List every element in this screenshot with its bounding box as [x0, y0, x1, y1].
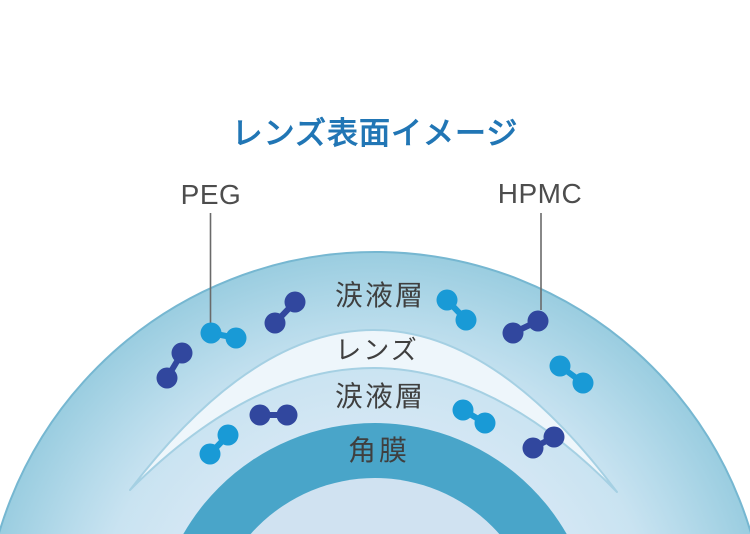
outer-tear-dome — [0, 251, 750, 534]
molecule-dumbbell-navy — [156, 342, 193, 389]
molecule-dumbbell-cyan — [452, 399, 496, 434]
label-hpmc: HPMC — [497, 178, 583, 209]
molecule-dumbbell-cyan — [200, 322, 247, 349]
molecule-dumbbell-navy — [522, 426, 565, 459]
molecule-dumbbell-navy — [264, 291, 306, 334]
molecules-group — [156, 289, 594, 465]
label-tear-layer-upper: 涙液層 — [334, 280, 426, 311]
molecule-dumbbell-navy — [502, 310, 549, 344]
molecule-dumbbell-cyan — [199, 424, 239, 465]
label-lens: レンズ — [335, 335, 419, 365]
post-cornea-zone — [250, 478, 500, 534]
molecule-dumbbell-cyan — [436, 289, 477, 331]
diagram-title: レンズ表面イメージ — [231, 116, 519, 151]
molecule-dumbbell-cyan — [549, 355, 594, 394]
molecule-dumbbell-navy — [249, 404, 298, 426]
lens-crescent — [129, 329, 618, 493]
label-peg: PEG — [180, 179, 242, 210]
label-cornea: 角膜 — [347, 435, 411, 466]
label-tear-layer-lower: 涙液層 — [334, 381, 426, 412]
